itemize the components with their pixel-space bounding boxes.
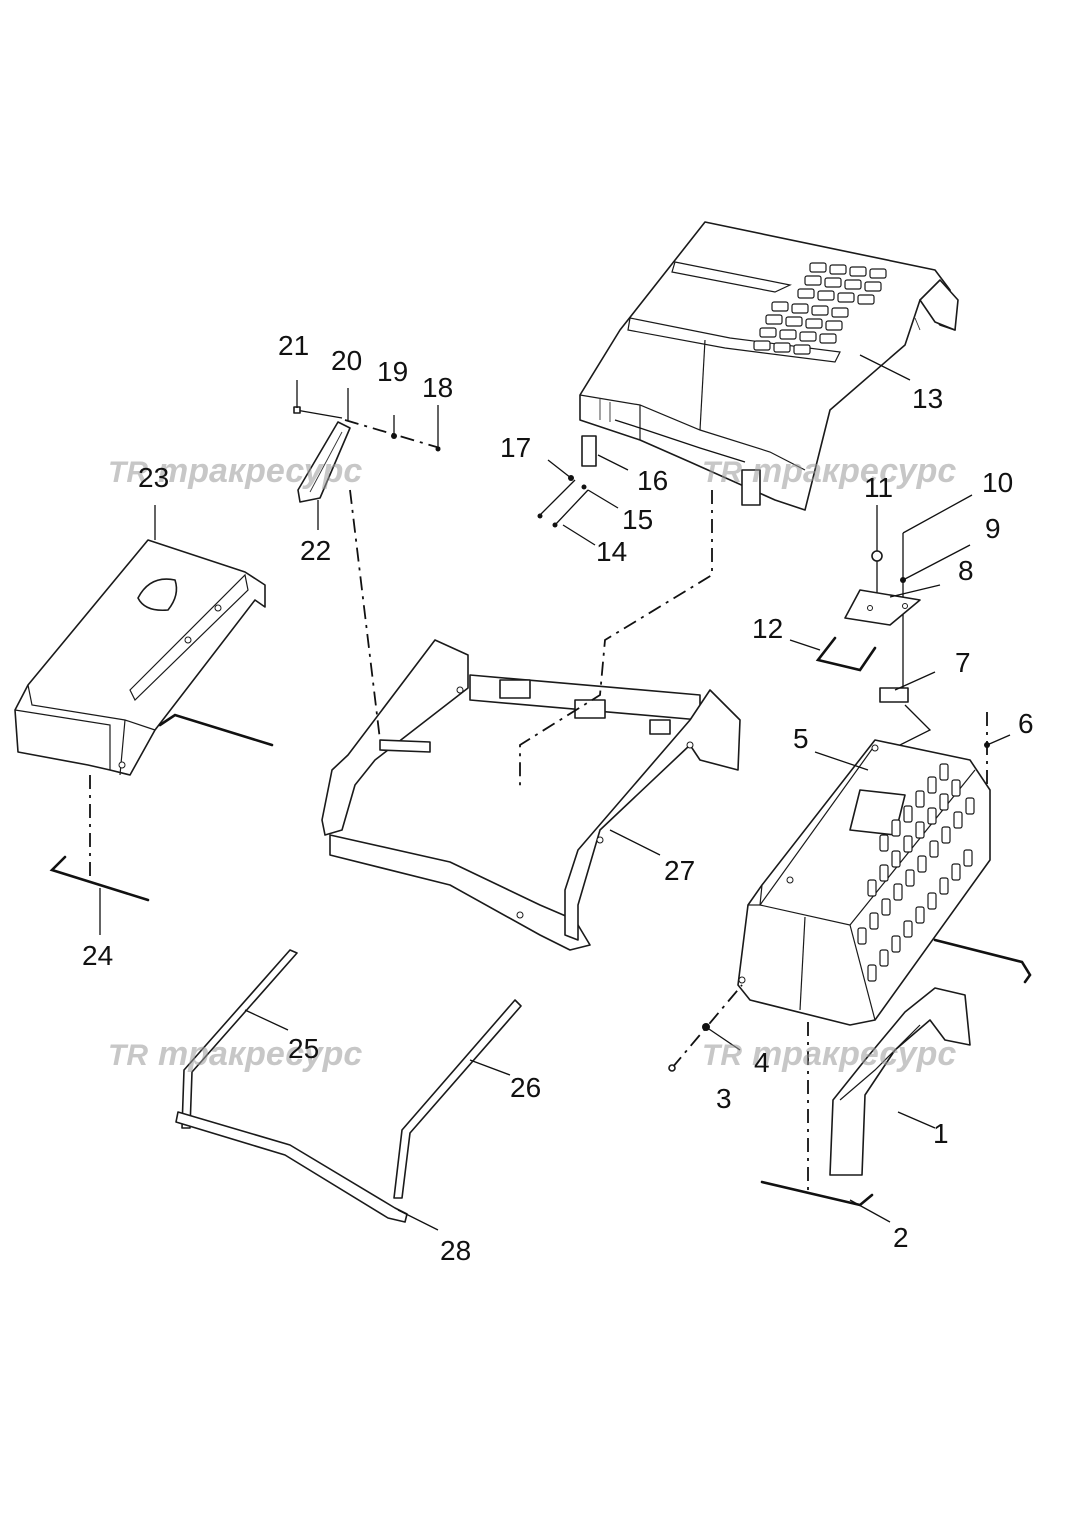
callout-19: 19 bbox=[377, 356, 408, 387]
frame-leader-a bbox=[349, 489, 381, 741]
callout-28: 28 bbox=[440, 1235, 471, 1266]
callout-22: 22 bbox=[300, 535, 331, 566]
part-23-left-cover bbox=[14, 539, 266, 776]
callout-14: 14 bbox=[596, 536, 627, 567]
part-5-vent-grid bbox=[857, 763, 975, 982]
callout-18: 18 bbox=[422, 372, 453, 403]
svg-text:тракресурс: тракресурс bbox=[752, 452, 956, 490]
hardware-14-17 bbox=[537, 475, 589, 528]
part-13-vent-grid bbox=[753, 262, 887, 355]
strip-28 bbox=[175, 1111, 408, 1223]
callout-11: 11 bbox=[864, 472, 893, 503]
callout-15: 15 bbox=[622, 504, 653, 535]
callout-10: 10 bbox=[982, 467, 1013, 498]
svg-text:тракресурс: тракресурс bbox=[158, 452, 362, 490]
callout-13: 13 bbox=[912, 383, 943, 414]
callout-23: 23 bbox=[138, 462, 169, 493]
callout-1: 1 bbox=[933, 1118, 949, 1149]
part-23-rod bbox=[158, 713, 274, 747]
callout-8: 8 bbox=[958, 555, 974, 586]
callout-labels: 1 2 3 4 5 6 7 8 9 10 11 12 13 14 15 16 1… bbox=[82, 330, 1034, 1266]
watermark-left-top: TR тракресурс bbox=[108, 452, 362, 490]
strip-25 bbox=[181, 949, 298, 1129]
callout-3: 3 bbox=[716, 1083, 732, 1114]
svg-text:TR: TR bbox=[108, 456, 148, 489]
svg-text:TR: TR bbox=[108, 1039, 148, 1072]
callout-2: 2 bbox=[893, 1222, 909, 1253]
callout-24: 24 bbox=[82, 940, 113, 971]
callout-4: 4 bbox=[754, 1047, 770, 1078]
callout-26: 26 bbox=[510, 1072, 541, 1103]
part-1-side-bracket bbox=[829, 987, 971, 1176]
callout-9: 9 bbox=[985, 513, 1001, 544]
callout-16: 16 bbox=[637, 465, 668, 496]
svg-text:тракресурс: тракресурс bbox=[752, 1035, 956, 1073]
part-2-bracket bbox=[760, 1180, 874, 1207]
part-27-frame bbox=[321, 639, 741, 951]
part-24-bracket bbox=[49, 855, 150, 902]
strip-26 bbox=[393, 999, 522, 1199]
watermark-right-bottom: TR тракресурс bbox=[702, 1035, 956, 1073]
part-5-rod bbox=[933, 938, 1032, 984]
callout-20: 20 bbox=[331, 345, 362, 376]
watermark-left-bottom: TR тракресурс bbox=[108, 1035, 362, 1073]
part-13-top-hood bbox=[579, 221, 959, 511]
callout-leaders bbox=[99, 354, 1011, 1231]
svg-text:TR: TR bbox=[702, 1039, 742, 1072]
frame-leader-b bbox=[519, 490, 713, 790]
svg-text:TR: TR bbox=[702, 456, 742, 489]
svg-text:тракресурс: тракресурс bbox=[158, 1035, 362, 1073]
callout-7: 7 bbox=[955, 647, 971, 678]
callout-21: 21 bbox=[278, 330, 309, 361]
callout-27: 27 bbox=[664, 855, 695, 886]
callout-17: 17 bbox=[500, 432, 531, 463]
callout-25: 25 bbox=[288, 1033, 319, 1064]
callout-12: 12 bbox=[752, 613, 783, 644]
hardware-7-12 bbox=[815, 515, 932, 756]
callout-6: 6 bbox=[1018, 708, 1034, 739]
callout-5: 5 bbox=[793, 723, 809, 754]
watermark-right-top: TR тракресурс bbox=[702, 452, 956, 490]
